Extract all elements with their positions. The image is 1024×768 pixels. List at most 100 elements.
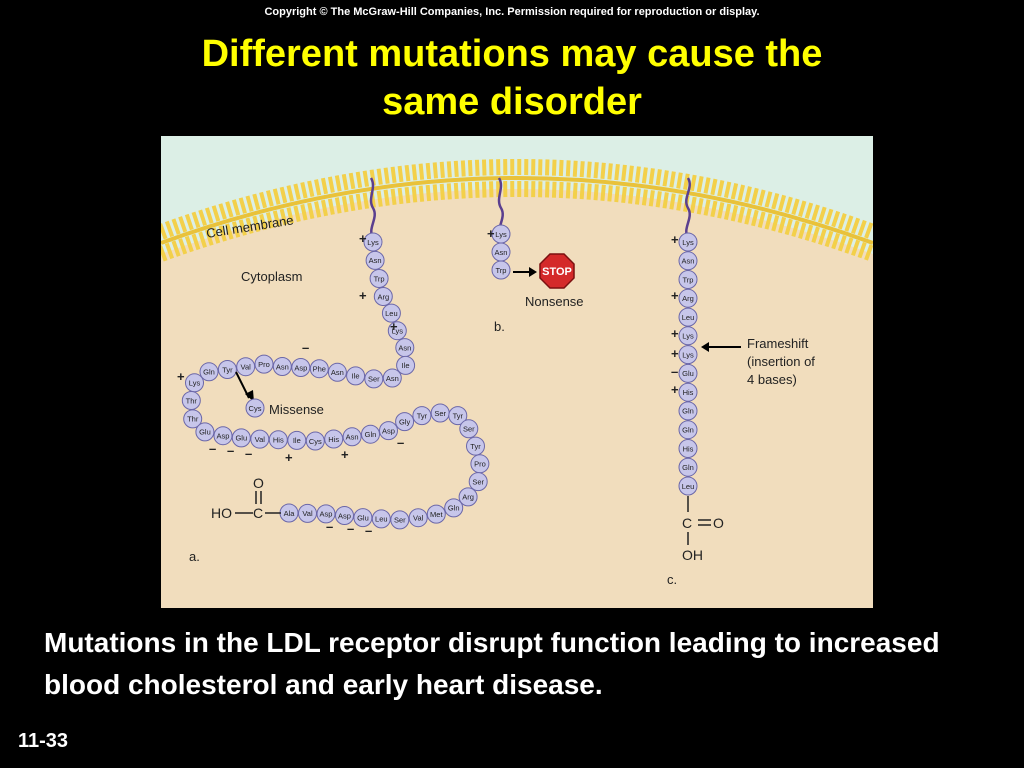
charge-marker-3: +	[390, 319, 398, 334]
charge-marker-18: +	[671, 326, 679, 341]
panel-c-c-terminus-c: C	[682, 515, 692, 531]
panel-a-residue-19	[199, 362, 219, 382]
panel-a-residue-label-50: Asp	[320, 510, 333, 519]
panel-b-residue-3	[491, 260, 511, 280]
frameshift-label-line-1: Frameshift	[747, 336, 809, 351]
panel-a-residue-22	[183, 409, 203, 429]
panel-a-residue-label-44: Met	[430, 510, 443, 519]
panel-a-residue-label-46: Ser	[394, 516, 406, 525]
panel-a-residue-24	[213, 426, 233, 446]
panel-a-residue-label-27: His	[273, 436, 284, 445]
panel-a-residue-label-20: Lys	[189, 379, 201, 388]
panel-a-residue-51	[298, 503, 317, 523]
panel-a-residue-label-28: Ile	[293, 436, 301, 445]
panel-a-residue-11	[346, 366, 366, 386]
panel-a-residue-label-17: Val	[241, 363, 252, 372]
panel-a-residue-43	[444, 498, 464, 518]
panel-a-residue-46	[390, 510, 410, 530]
charge-marker-19: +	[671, 346, 679, 361]
panel-c-residue-8	[678, 363, 698, 383]
charge-marker-4: –	[302, 340, 309, 355]
panel-a-residue-label-34: Gly	[399, 417, 411, 426]
charge-marker-7: –	[227, 443, 234, 458]
panel-a-residue-5	[381, 303, 401, 323]
panel-c-residue-label-14: Leu	[682, 482, 695, 491]
panel-c-residue-label-2: Asn	[682, 257, 695, 266]
panel-a-residue-9	[382, 368, 402, 388]
charge-marker-10: +	[341, 447, 349, 462]
panel-a-residue-1	[363, 232, 383, 252]
panel-a-residue-14	[291, 358, 311, 377]
panel-c-residue-label-10: Gln	[682, 407, 694, 416]
membrane-inner-leaflet	[161, 181, 873, 262]
panel-a-residue-label-1: Lys	[367, 238, 379, 247]
panel-a-residue-44	[426, 504, 446, 524]
panel-a-residue-30	[324, 429, 344, 449]
panel-a-residue-label-23: Glu	[199, 428, 211, 437]
panel-c-label: c.	[667, 572, 677, 587]
panel-c-residue-14	[678, 476, 698, 496]
panel-c-residue-9	[678, 382, 698, 402]
panel-a-amino-acid-chain: LysAsnTrpArgLeuLysAsnIleAsnSerIleAsnPheA…	[181, 232, 490, 530]
panel-a-residue-label-7: Asn	[398, 343, 411, 352]
panel-a-residue-label-18: Tyr	[222, 365, 233, 374]
panel-a-residue-label-11: Ile	[352, 372, 360, 381]
panel-a-residue-38	[459, 419, 479, 439]
panel-a-residue-41	[468, 472, 488, 492]
cytoplasm-region	[161, 189, 873, 608]
panel-a-residue-label-30: His	[328, 435, 339, 444]
panel-a-residue-2	[365, 250, 385, 270]
charge-marker-9: +	[285, 450, 293, 465]
panel-a-residue-12	[327, 362, 347, 382]
slide-caption: Mutations in the LDL receptor disrupt fu…	[44, 627, 940, 700]
membrane-core	[161, 176, 873, 245]
panel-c-residue-11	[678, 420, 698, 440]
charge-markers: +++–+–––++––––+++++–+	[177, 226, 679, 538]
panel-a-residue-label-2: Asn	[369, 256, 382, 265]
panel-a-residue-label-13: Phe	[313, 365, 326, 374]
panel-a-residue-label-41: Ser	[472, 477, 484, 486]
copyright-notice: Copyright © The McGraw-Hill Companies, I…	[264, 6, 760, 18]
panel-a-residue-27	[268, 430, 288, 450]
panel-a-residue-label-37: Tyr	[453, 411, 464, 420]
panel-a-residue-42	[458, 487, 478, 507]
panel-a-residue-label-45: Val	[413, 514, 424, 523]
panel-c-residue-label-6: Lys	[682, 332, 694, 341]
missense-mutant-residue-label: Cys	[249, 404, 262, 413]
panel-a-residue-label-32: Gln	[365, 430, 377, 439]
panel-a-residue-25	[231, 428, 251, 448]
panel-c-residue-label-3: Trp	[683, 275, 694, 284]
panel-a-residue-48	[353, 508, 373, 528]
charge-marker-5: +	[177, 369, 185, 384]
panel-c-residue-3	[678, 270, 698, 289]
charge-marker-8: –	[245, 446, 252, 461]
panel-a-residue-label-12: Asn	[331, 368, 344, 377]
missense-label: Missense	[269, 402, 324, 417]
charge-marker-11: –	[397, 435, 404, 450]
panel-a-residue-17	[236, 357, 256, 377]
panel-a-residue-label-10: Ser	[368, 375, 380, 384]
panel-c-residue-13	[678, 457, 698, 477]
charge-marker-12: –	[326, 519, 333, 534]
panel-a-residue-label-31: Asn	[346, 433, 359, 442]
panel-b-residue-label-3: Trp	[496, 266, 507, 275]
panel-a-residue-label-6: Lys	[392, 327, 404, 336]
membrane-outer-leaflet	[161, 159, 873, 240]
panel-a-residue-32	[361, 424, 380, 444]
charge-marker-13: –	[347, 521, 354, 536]
title-line-1: Different mutations may cause the	[201, 33, 823, 75]
charge-marker-6: –	[209, 441, 216, 456]
missense-mutant-residue	[245, 398, 265, 418]
panel-a-residue-label-4: Arg	[377, 292, 389, 301]
panel-a-residue-13	[309, 359, 329, 379]
panel-c-residue-4	[678, 288, 698, 308]
panel-a-residue-label-39: Tyr	[470, 442, 481, 451]
nonsense-arrowhead	[529, 267, 537, 277]
panel-a-residue-29	[305, 431, 325, 451]
panel-a-residue-label-19: Gln	[203, 368, 215, 377]
slide-number: 11-33	[18, 730, 69, 752]
panel-a-residue-label-33: Asp	[382, 426, 395, 435]
panel-a-residue-label-14: Asp	[294, 363, 307, 372]
panel-c-residue-2	[678, 251, 698, 271]
panel-a-residue-33	[379, 421, 398, 441]
